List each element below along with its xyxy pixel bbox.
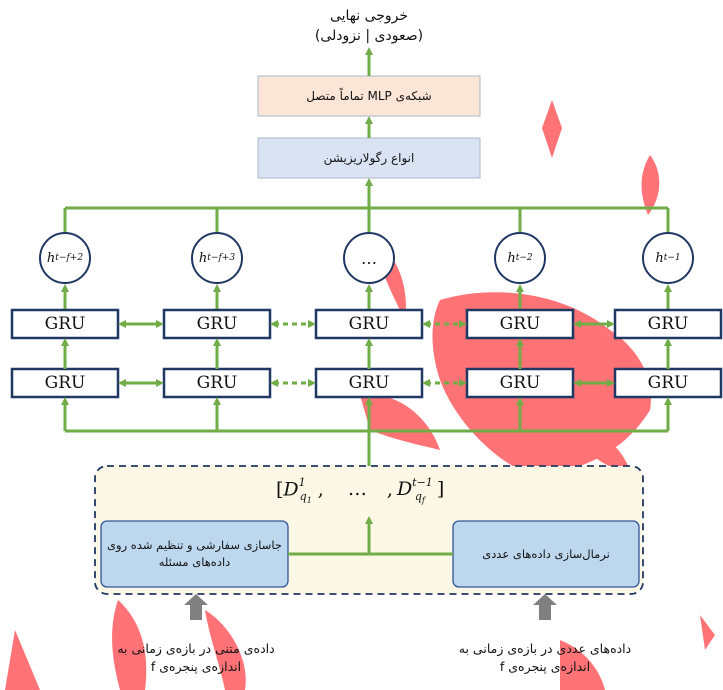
sequence-ellipsis: …	[347, 478, 367, 501]
gru-label: GRU	[647, 314, 689, 334]
input-to-gru-arrows	[61, 397, 672, 431]
hidden-state-circle	[191, 232, 243, 284]
embedding-module-label: جاسازی سفارشی و تنظیم شده روی داده‌های م…	[107, 538, 282, 569]
gru-row-bottom	[10, 367, 723, 399]
gru-cell	[10, 308, 120, 340]
caption-text-data-line1: داده‌ی متنی در بازه‌ی زمانی به	[117, 641, 275, 656]
sequence-first-base: D	[283, 478, 299, 501]
gray-arrow-left	[184, 594, 208, 620]
hidden-state-base: h	[46, 250, 56, 266]
gru-label: GRU	[647, 373, 689, 393]
hidden-state-circle	[39, 232, 91, 284]
hidden-state-circle	[642, 232, 694, 284]
sequence-comma-1: ,	[317, 478, 324, 501]
sequence-comma-2: ,	[386, 478, 393, 501]
hidden-state-sub: t−1	[663, 253, 681, 263]
output-subtitle: (صعودی | نزودلی)	[314, 28, 424, 44]
gru-cell	[613, 367, 723, 399]
sequence-first-subsub: 1	[306, 496, 312, 506]
gru-label: GRU	[499, 314, 541, 334]
input-sequence: [D1q1, …,Dt−1qf]	[276, 476, 445, 506]
hidden-to-collector-lines	[63, 208, 670, 233]
sequence-last-subsub: f	[421, 496, 425, 506]
mlp-label: شبکه‌ی MLP تماماً متصل	[306, 88, 432, 103]
hidden-state-sub: t−f+2	[55, 253, 84, 263]
hidden-state-base: h	[198, 250, 208, 266]
gru-layer-arrows	[61, 338, 672, 369]
sequence-first-sub: q	[299, 490, 307, 504]
hidden-state-sub: t−2	[515, 253, 533, 263]
gru-label: GRU	[499, 373, 541, 393]
raw-input-arrows	[184, 594, 557, 620]
sequence-last-sub: q	[414, 490, 422, 504]
caption-text-data-line2: اندازه‌ی پنجره‌ی f	[150, 659, 242, 674]
sequence-open-bracket: [	[276, 478, 284, 501]
gru-label: GRU	[44, 373, 86, 393]
sequence-close-bracket: ]	[436, 478, 445, 501]
hidden-state-base: h	[507, 250, 516, 266]
gru-label: GRU	[196, 314, 238, 334]
gru-label: GRU	[196, 373, 238, 393]
hidden-state-circle	[343, 232, 395, 284]
hidden-state-circles	[39, 232, 694, 284]
gru-row-top	[10, 308, 723, 340]
hidden-state-base: …	[361, 248, 377, 268]
gru-label: GRU	[348, 373, 390, 393]
output-title-block: خروجی نهایی (صعودی | نزودلی)	[269, 6, 469, 46]
sequence-last-sup: t−1	[412, 476, 433, 489]
gray-arrow-right	[533, 594, 557, 620]
sequence-first-sup: 1	[298, 476, 306, 489]
normalization-module-label: نرمال‌سازی داده‌های عددی	[482, 546, 610, 561]
regularization-label: انواع رگولاریزیشن	[323, 150, 415, 165]
sequence-last-base: D	[396, 478, 413, 501]
caption-numeric-data-line1: داده‌های عددی در بازه‌ی زمانی به	[458, 641, 632, 656]
gru-label: GRU	[44, 314, 86, 334]
caption-text-data: داده‌ی متنی در بازه‌ی زمانی به اندازه‌ی …	[86, 640, 306, 676]
hidden-state-label-3: …	[344, 233, 394, 283]
hidden-state-base: h	[655, 250, 664, 266]
caption-numeric-data: داده‌های عددی در بازه‌ی زمانی به اندازه‌…	[430, 640, 660, 676]
hidden-state-sub: t−f+3	[207, 253, 236, 263]
output-title: خروجی نهایی	[329, 8, 409, 24]
gru-cell	[314, 367, 424, 399]
caption-numeric-data-line2: اندازه‌ی پنجره‌ی f	[499, 659, 591, 674]
hidden-state-circle	[494, 232, 546, 284]
gru-to-hidden-arrows	[61, 284, 672, 310]
gru-label: GRU	[348, 314, 390, 334]
